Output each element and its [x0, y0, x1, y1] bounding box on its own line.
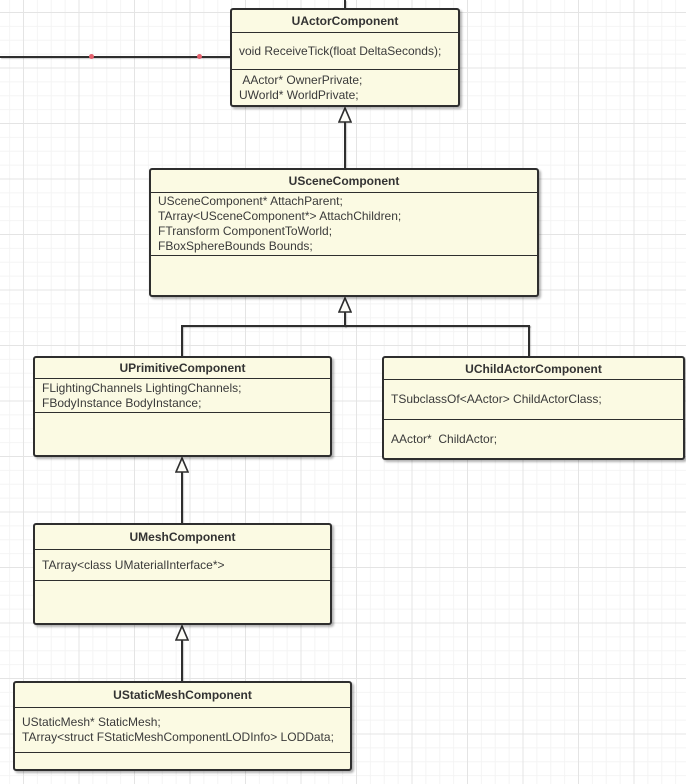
class-title: UMeshComponent — [35, 525, 330, 550]
edge-offscreen-left-to-uactor[interactable] — [0, 56, 230, 58]
inheritance-arrowhead-icon — [174, 455, 190, 473]
class-node-uprimitivecomponent[interactable]: UPrimitiveComponent FLightingChannels Li… — [33, 356, 332, 457]
member-text: AActor* ChildActor; — [391, 431, 498, 446]
member-text: UStaticMesh* StaticMesh; TArray<struct F… — [22, 715, 334, 744]
edge-uprimitive-to-uscene[interactable] — [181, 325, 183, 356]
inheritance-arrowhead-icon — [174, 623, 190, 641]
class-section-attributes: AActor* OwnerPrivate; UWorld* WorldPriva… — [232, 70, 458, 105]
class-node-ustaticmeshcomponent[interactable]: UStaticMeshComponent UStaticMesh* Static… — [13, 681, 352, 771]
edge-umesh-to-uprimitive[interactable] — [181, 472, 183, 523]
class-section-attributes: FLightingChannels LightingChannels; FBod… — [35, 379, 330, 413]
edge-waypoint-dot[interactable] — [89, 54, 94, 59]
member-text: AActor* OwnerPrivate; UWorld* WorldPriva… — [239, 72, 363, 102]
class-section-attributes-2: AActor* ChildActor; — [384, 420, 683, 458]
class-section-operations: void ReceiveTick(float DeltaSeconds); — [232, 33, 458, 70]
class-section-empty — [151, 256, 537, 295]
class-section-empty — [35, 581, 330, 623]
edge-uchildactor-to-uscene[interactable] — [528, 325, 530, 356]
class-title: UPrimitiveComponent — [35, 358, 330, 379]
edge-children-branch-horizontal[interactable] — [181, 325, 530, 327]
class-section-empty — [15, 753, 350, 769]
edge-ustaticmesh-to-umesh[interactable] — [181, 640, 183, 681]
inheritance-arrowhead-icon — [337, 105, 353, 123]
class-section-attributes: UStaticMesh* StaticMesh; TArray<struct F… — [15, 708, 350, 753]
member-text: void ReceiveTick(float DeltaSeconds); — [239, 43, 442, 58]
member-text: USceneComponent* AttachParent; TArray<US… — [158, 194, 402, 253]
edge-waypoint-dot[interactable] — [197, 54, 202, 59]
inheritance-arrowhead-icon — [337, 295, 353, 313]
class-title: UChildActorComponent — [384, 358, 683, 380]
class-node-uscenecomponent[interactable]: USceneComponent USceneComponent* AttachP… — [149, 168, 539, 297]
member-text: TArray<class UMaterialInterface*> — [42, 557, 225, 572]
class-section-empty — [35, 413, 330, 455]
edge-uscene-to-uactor[interactable] — [344, 122, 346, 169]
member-text: TSubclassOf<AActor> ChildActorClass; — [391, 392, 602, 406]
edge-children-to-uscene-stub[interactable] — [344, 312, 346, 327]
edge-uactor-to-offscreen-top[interactable] — [344, 0, 346, 8]
member-text: FLightingChannels LightingChannels; FBod… — [42, 380, 242, 410]
class-section-attributes: TSubclassOf<AActor> ChildActorClass; — [384, 380, 683, 420]
class-title: UStaticMeshComponent — [15, 683, 350, 708]
class-node-umeshcomponent[interactable]: UMeshComponent TArray<class UMaterialInt… — [33, 523, 332, 625]
class-section-attributes: USceneComponent* AttachParent; TArray<US… — [151, 193, 537, 256]
class-title: UActorComponent — [232, 10, 458, 33]
class-node-uactorcomponent[interactable]: UActorComponent void ReceiveTick(float D… — [230, 8, 460, 107]
class-node-uchildactorcomponent[interactable]: UChildActorComponent TSubclassOf<AActor>… — [382, 356, 685, 460]
class-section-attributes: TArray<class UMaterialInterface*> — [35, 550, 330, 581]
class-title: USceneComponent — [151, 170, 537, 193]
